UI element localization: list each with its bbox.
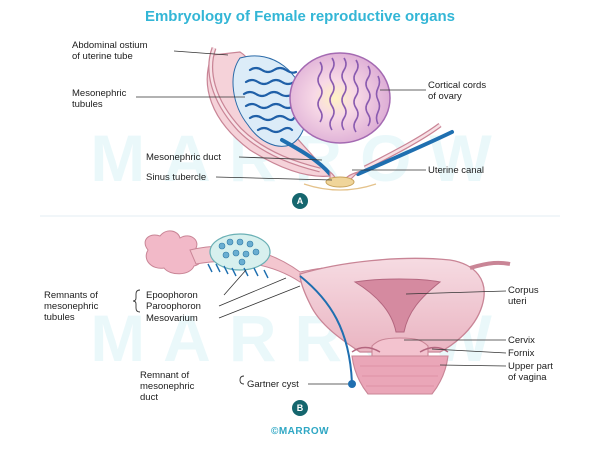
gartner-cyst xyxy=(348,380,356,388)
label-remnants-tubules: Remnants of mesonephric tubules xyxy=(44,290,99,323)
panel-a-illustration xyxy=(136,47,454,191)
ovary-a xyxy=(289,52,391,144)
vagina-upper xyxy=(351,355,449,395)
uterine-cavity xyxy=(353,278,442,333)
label-fornix: Fornix xyxy=(508,348,535,359)
label-abdominal-ostium: Abdominal ostium of uterine tube xyxy=(72,40,148,62)
ovarian-follicles xyxy=(218,238,260,266)
gartner-brace xyxy=(239,375,245,385)
label-cortical-cords: Cortical cords of ovary xyxy=(428,80,487,102)
sinus-tubercle xyxy=(325,176,355,188)
label-remnant-duct: Remnant of mesonephric duct xyxy=(140,370,195,403)
panel-b-illustration xyxy=(132,230,511,395)
epoophoron-paroophoron xyxy=(207,263,269,279)
cortical-cords-a xyxy=(317,57,381,133)
label-epoophoron: Epoophoron xyxy=(146,290,198,301)
fimbriae xyxy=(144,230,203,275)
label-uterine-canal: Uterine canal xyxy=(428,165,484,176)
mesonephric-tubules-a xyxy=(242,66,298,134)
label-mesonephric-duct: Mesonephric duct xyxy=(146,152,221,163)
label-sinus-tubercle: Sinus tubercle xyxy=(146,172,207,183)
label-cervix: Cervix xyxy=(508,335,535,346)
remnants-brace xyxy=(132,289,141,313)
label-gartner-cyst: Gartner cyst xyxy=(247,379,299,390)
diagram-title: Embryology of Female reproductive organs xyxy=(144,8,456,25)
label-mesonephric-tubules: Mesonephric tubules xyxy=(72,88,127,110)
mesonephric-duct-remnant xyxy=(299,275,353,385)
label-mesovarium: Mesovarium xyxy=(146,313,198,324)
ovary-b xyxy=(209,233,271,271)
panel-a-badge: A xyxy=(292,193,308,209)
label-upper-vagina: Upper part of vagina xyxy=(508,361,553,383)
panel-b-badge: B xyxy=(292,400,308,416)
mesonephric-ducts-a xyxy=(280,130,454,176)
cervix xyxy=(371,337,429,357)
label-paroophoron: Paroophoron xyxy=(146,301,201,312)
label-corpus-uteri: Corpus uteri xyxy=(508,285,539,307)
brand-footer: ©MARROW xyxy=(270,426,330,437)
fornix xyxy=(351,346,449,353)
